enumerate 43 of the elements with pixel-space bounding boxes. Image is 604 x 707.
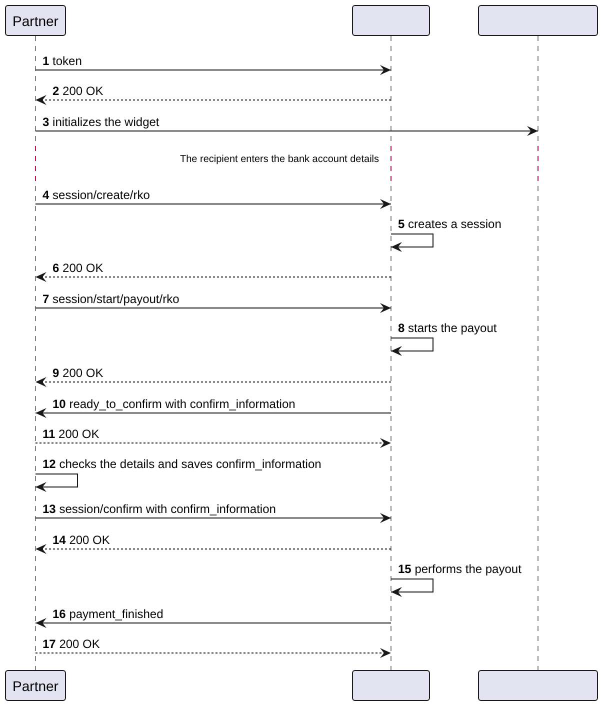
participant-box: Partner [5,5,66,36]
lifeline [390,36,392,670]
message-arrow [35,303,392,313]
message-label: 10 ready_to_confirm with confirm_information [52,397,296,411]
message-label: 14 200 OK [52,533,110,547]
delay-note: The recipient enters the bank account details [180,154,380,166]
self-message-arrow [390,578,434,597]
message-label: 17 200 OK [42,637,100,651]
message-arrow [35,618,392,628]
message-arrow [35,65,392,75]
message-arrow [35,513,392,523]
participant-box: Partner [5,670,66,701]
message-arrow [35,438,392,448]
self-message-arrow [390,234,434,252]
message-label: 2 200 OK [52,84,104,98]
self-message-arrow [390,338,434,356]
message-arrow [35,272,392,282]
message-label: 9 200 OK [52,366,104,380]
message-label: 11 200 OK [42,427,100,441]
self-message-arrow [35,474,78,492]
message-arrow [35,408,392,418]
message-arrow [35,126,538,136]
lifeline [35,36,36,670]
message-label: 16 payment_finished [52,607,164,621]
message-label: 13 session/confirm with confirm_information [42,502,276,516]
participant-box [352,670,430,701]
participant-box [478,670,598,701]
message-label: 5 creates a session [398,217,502,231]
message-label: 6 200 OK [52,261,104,275]
message-arrow [35,544,392,554]
participant-box [478,5,598,36]
message-arrow [35,377,392,387]
message-label: 15 performs the payout [398,562,522,576]
message-label: 1 token [42,54,82,68]
message-arrow [35,199,392,209]
message-label: 12 checks the details and saves confirm_information [42,457,322,471]
participant-box [352,5,430,36]
message-label: 3 initializes the widget [42,115,160,129]
message-label: 4 session/create/rko [42,188,150,202]
message-arrow [35,95,392,105]
message-label: 8 starts the payout [398,321,497,335]
message-arrow [35,648,392,658]
message-label: 7 session/start/payout/rko [42,292,180,306]
